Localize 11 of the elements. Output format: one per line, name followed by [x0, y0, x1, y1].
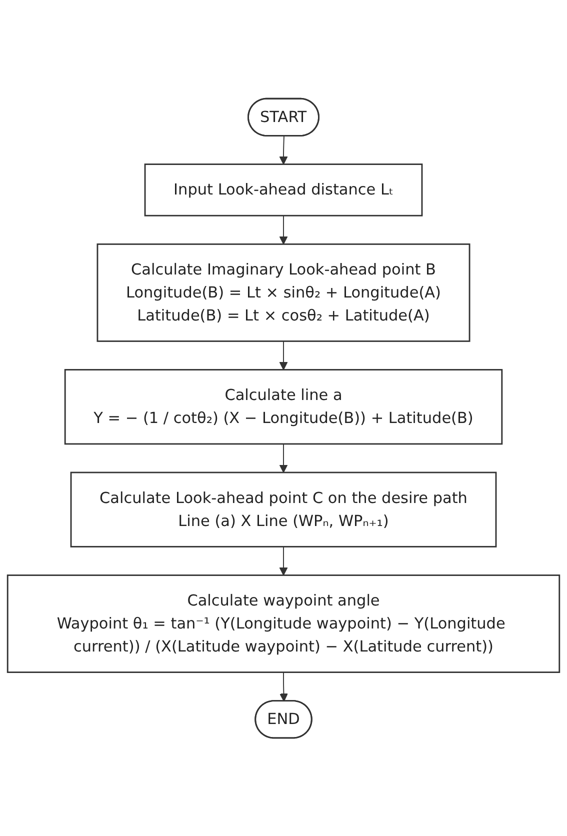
arrow — [279, 214, 288, 244]
node-box: Calculate line a Y = − (1 / cotθ₂) (X − Longitude(B)) + Latitude(B) — [64, 368, 503, 444]
arrow — [279, 443, 288, 473]
arrow — [279, 340, 288, 370]
arrow — [279, 546, 288, 576]
node-box: Calculate Look-ahead point C on the desire path Line (a) X Line (WPₙ, WPₙ₊₁) — [70, 472, 497, 548]
node-box: Input Look-ahead distance Lₜ — [144, 163, 423, 216]
node-box: Calculate waypoint angle Waypoint θ₁ = tan⁻¹ (Y(Longitude waypoint) − Y(Longitude current)) / (X(Latitude waypoint) − X(Latitude current)) — [6, 574, 560, 673]
node-box: Calculate Imaginary Look-ahead point B Longitude(B) = Lt × sinθ₂ + Longitude(A) Latitude(B) = Lt × cosθ₂ + Latitude(A) — [96, 243, 470, 342]
arrow — [280, 672, 288, 702]
arrow — [279, 135, 288, 164]
